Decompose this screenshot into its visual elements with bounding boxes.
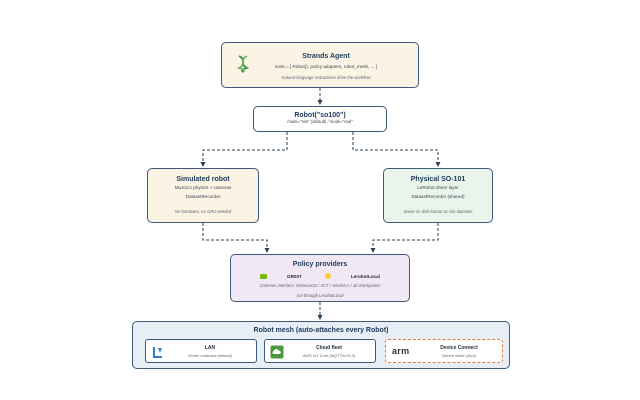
phys-line: LeRobot driver layer [417, 185, 459, 190]
agent-title: Strands Agent [302, 53, 350, 60]
phys-to-policy-arrow [370, 223, 439, 253]
sim-line: DatasetRecorder [185, 193, 221, 199]
policy-note: Common interface: MolmoAct2 / ACT / Smol… [259, 283, 381, 288]
provider-row: GR00T LerobotLocal [231, 273, 409, 279]
agent-note: Natural-language instructions drive the … [281, 75, 371, 80]
sim-to-policy-arrow [202, 223, 270, 253]
cloud-fleet-icon [270, 345, 284, 359]
policy-title: Policy providers [292, 261, 348, 268]
card-desc: Device fabric (Arm) [441, 353, 477, 358]
dna-helix-icon [236, 55, 250, 73]
arm-logo-icon: arm [392, 346, 410, 356]
provider-name: GR00T [287, 273, 302, 279]
card-name: Device Connect [440, 345, 478, 351]
mesh-title: Robot mesh (auto-attaches every Robot) [253, 327, 389, 334]
strands-agent-box: Strands Agent tools = [ Robot(), policy … [221, 42, 419, 88]
phys-note: Same on-disk format as sim datasets [403, 208, 473, 214]
sim-line: MuJoCo physics + cameras [174, 185, 232, 190]
provider-gr00t: GR00T [260, 273, 302, 279]
physical-robot-box: Physical SO-101 LeRobot driver layer Dat… [383, 168, 493, 223]
lan-icon [153, 347, 162, 358]
robot-mesh-box: Robot mesh (auto-attaches every Robot) L… [132, 321, 510, 369]
card-name: Cloud fleet [316, 345, 342, 351]
agent-tools: tools = [ Robot(), policy adapters, robo… [274, 64, 377, 69]
card-desc: Zenoh multicast (default) [187, 353, 233, 358]
robot-box: Robot("so100") mode="sim" (default) / mo… [253, 106, 387, 132]
phys-title: Physical SO-101 [410, 176, 466, 183]
robot-to-sim-arrow [200, 132, 288, 167]
card-desc: AWS IoT Core (MQTT/mTLS) [302, 353, 356, 358]
provider-name: LerobotLocal [350, 273, 380, 279]
mesh-card-device-connect: arm Device Connect Device fabric (Arm) [385, 339, 503, 363]
card-name: LAN [204, 345, 216, 351]
policy-note: run through LerobotLocal [296, 292, 344, 298]
robot-to-phys-arrow [352, 132, 441, 167]
policy-providers-box: Policy providers GR00T LerobotLocal Comm… [230, 254, 410, 302]
mesh-card-cloud-fleet: Cloud fleet AWS IoT Core (MQTT/mTLS) [264, 339, 376, 363]
phys-line: DatasetRecorder (shared) [411, 193, 465, 199]
sim-title: Simulated robot [176, 176, 230, 183]
mesh-card-lan: LAN Zenoh multicast (default) [145, 339, 257, 363]
simulated-robot-box: Simulated robot MuJoCo physics + cameras… [147, 168, 259, 223]
nvidia-icon [260, 273, 268, 279]
robot-title: Robot("so100") [294, 112, 346, 119]
provider-lerobotlocal: LerobotLocal [308, 273, 380, 279]
sim-note: No hardware, no GPU needed [174, 208, 232, 214]
huggingface-icon [324, 273, 331, 279]
robot-modes: mode="sim" (default) / mode="real" [287, 119, 353, 124]
